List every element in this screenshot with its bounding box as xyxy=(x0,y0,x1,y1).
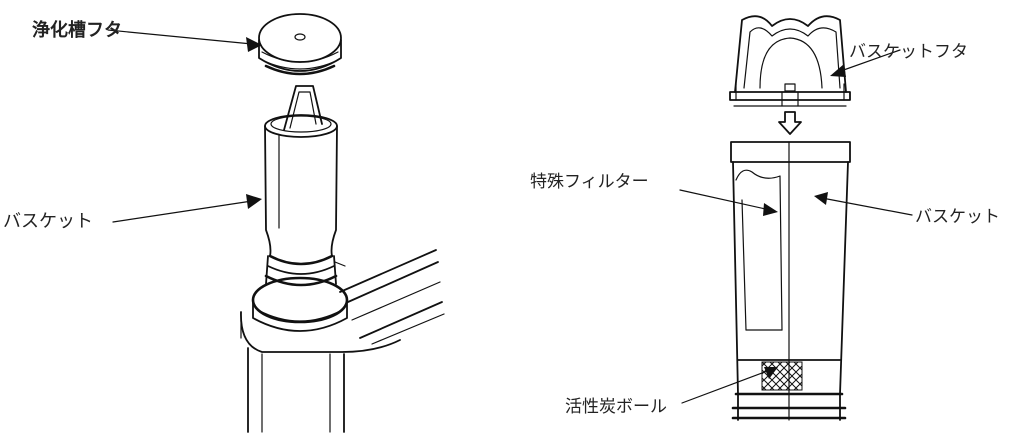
basket-right-leader xyxy=(814,192,913,216)
special-filter-leader xyxy=(679,189,778,216)
basket-handle-drawing xyxy=(283,85,323,131)
label-basket-right: バスケット xyxy=(915,207,1000,227)
label-basket-lid: バスケットフタ xyxy=(849,42,968,62)
basket-leader xyxy=(112,194,262,223)
basket-lid-leader xyxy=(830,49,901,77)
tank-opening-drawing xyxy=(240,249,445,433)
label-activated-carbon-ball: 活性炭ボール xyxy=(565,397,667,417)
label-basket-left: バスケット xyxy=(3,211,93,232)
left-basket-drawing xyxy=(264,114,346,287)
lid-leader xyxy=(107,29,262,52)
right-basket-drawing xyxy=(730,141,851,421)
tank-lid-drawing xyxy=(258,13,342,76)
carbon-ball-leader xyxy=(681,367,778,404)
down-arrow-icon xyxy=(778,111,802,135)
right-figure: バスケットフタ 特殊フィルター バスケット 活性炭ボール xyxy=(530,15,1000,421)
label-special-filter: 特殊フィルター xyxy=(530,172,649,192)
label-tank-lid: 浄化槽フタ xyxy=(32,19,122,41)
basket-lid-drawing xyxy=(729,15,851,107)
left-figure: 浄化槽フタ バスケット xyxy=(3,13,445,433)
